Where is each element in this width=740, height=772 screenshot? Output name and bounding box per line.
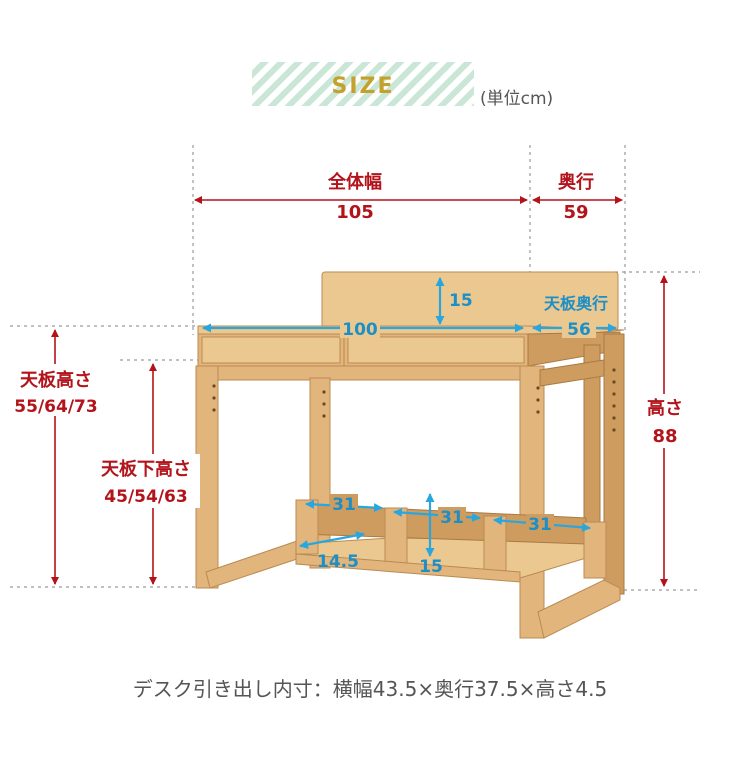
- inner-dimensions: 100 56 天板奥行 15 31 31 31 15 14.5: [202, 277, 617, 577]
- page-title: SIZE: [331, 74, 394, 99]
- top-width-value: 100: [342, 320, 378, 340]
- total-height-value: 88: [652, 426, 677, 447]
- outer-dimensions: 全体幅 105 奥行 59 天板高さ 55/64/73 天板下高さ 45/54/…: [6, 171, 690, 587]
- desk-height-value: 55/64/73: [14, 397, 97, 417]
- shelf-middle-value: 31: [440, 508, 464, 528]
- shelf-right-value: 31: [528, 515, 552, 535]
- guide-lines: [10, 145, 700, 591]
- shelf-depth-value: 14.5: [317, 552, 359, 572]
- unit-label: (単位cm): [480, 89, 553, 109]
- title-stripe-banner: [252, 62, 474, 106]
- under-height-value: 45/54/63: [104, 487, 187, 507]
- under-height-label: 天板下高さ: [101, 458, 191, 480]
- total-height-label: 高さ: [647, 397, 683, 419]
- shelf-depth-arrow: [299, 531, 365, 549]
- top-depth-label: 天板奥行: [544, 294, 608, 313]
- drawer-inner-dimensions-note: デスク引き出し内寸：横幅43.5×奥行37.5×高さ4.5: [133, 677, 607, 701]
- depth-value: 59: [563, 202, 588, 223]
- shelf-left-value: 31: [332, 495, 356, 515]
- width-label: 全体幅: [327, 171, 382, 193]
- width-value: 105: [336, 202, 374, 223]
- top-depth-value: 56: [567, 320, 591, 340]
- header: SIZE (単位cm): [252, 62, 553, 109]
- hutch-height-value: 15: [449, 291, 473, 311]
- depth-label: 奥行: [558, 171, 594, 193]
- shelf-height-lower-value: 15: [419, 557, 443, 577]
- desk-height-label: 天板高さ: [20, 369, 92, 391]
